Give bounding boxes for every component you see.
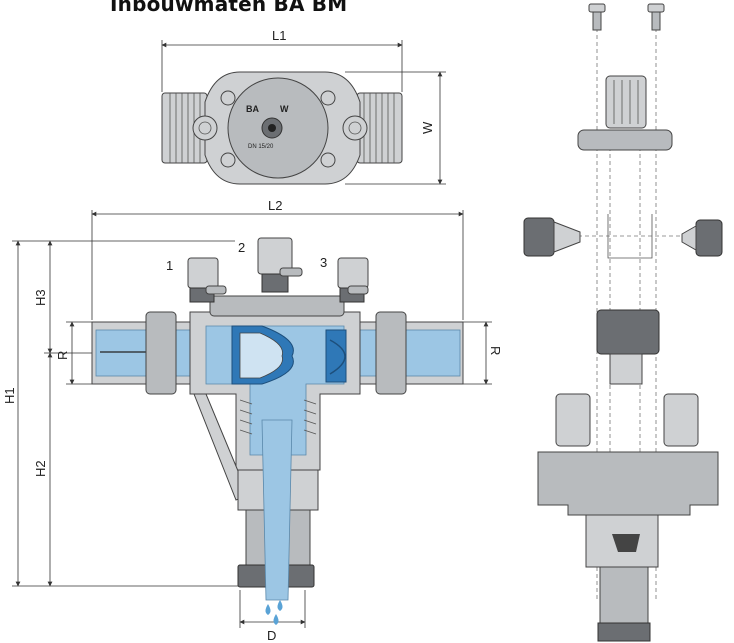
l2-label: L2: [268, 198, 282, 213]
marking-watts: W: [280, 104, 289, 114]
screw-icon: [647, 3, 665, 31]
test-valve-2: [257, 237, 303, 293]
union-nut-right: [375, 311, 407, 395]
test-point-3-label: 3: [320, 255, 327, 270]
top-view: L1 W BA W: [161, 28, 446, 185]
exploded-view: [523, 3, 723, 642]
w-label: W: [420, 121, 435, 134]
screw-icon: [588, 3, 606, 31]
d-label: D: [267, 628, 276, 643]
drain-water: [261, 419, 293, 601]
mount-ear-left: [192, 115, 218, 141]
exploded-check-left: [523, 217, 581, 257]
exploded-relief-insert: [596, 309, 660, 355]
marking-ba: BA: [246, 104, 259, 114]
exploded-check-right: [681, 219, 723, 257]
r-right-label: R: [488, 346, 503, 355]
test-point-1-label: 1: [166, 258, 173, 273]
test-valve-1: [187, 257, 227, 303]
exploded-test-valve-top: [605, 75, 647, 129]
relief-spring: [239, 399, 317, 435]
drop-icon: [277, 600, 283, 611]
page-title: Inbouwmaten BA BM: [110, 0, 348, 16]
h1-label: H1: [2, 387, 17, 404]
exploded-cover-plate: [577, 129, 673, 151]
watts-logo-icon: [612, 534, 640, 552]
union-nut-left: [145, 311, 177, 395]
test-point-2-label: 2: [238, 240, 245, 255]
h3-label: H3: [33, 289, 48, 306]
mount-ear-right: [342, 115, 368, 141]
exploded-test-valve-left: [555, 393, 591, 447]
screw-icon: [320, 90, 336, 106]
drop-icon: [265, 604, 271, 615]
r-left-label: R: [55, 351, 70, 360]
exploded-test-valve-right: [663, 393, 699, 447]
exploded-cartridge: [607, 214, 653, 259]
exploded-valve-body: [537, 451, 719, 516]
section-view: L2 H1 H3 H2 R R D: [2, 198, 503, 643]
drop-icon: [273, 614, 279, 625]
top-cover: [209, 295, 345, 317]
h2-label: H2: [33, 460, 48, 477]
l1-label: L1: [272, 28, 286, 43]
exploded-drain-body: [599, 566, 649, 624]
exploded-insert-stem: [609, 353, 643, 385]
marking-size: DN 15/20: [248, 144, 274, 150]
screw-icon: [220, 152, 236, 168]
screw-icon: [220, 90, 236, 106]
screw-icon: [320, 152, 336, 168]
downstream-check-valve: [325, 329, 347, 383]
test-valve-3: [337, 257, 369, 303]
exploded-drain-nut: [597, 622, 651, 642]
